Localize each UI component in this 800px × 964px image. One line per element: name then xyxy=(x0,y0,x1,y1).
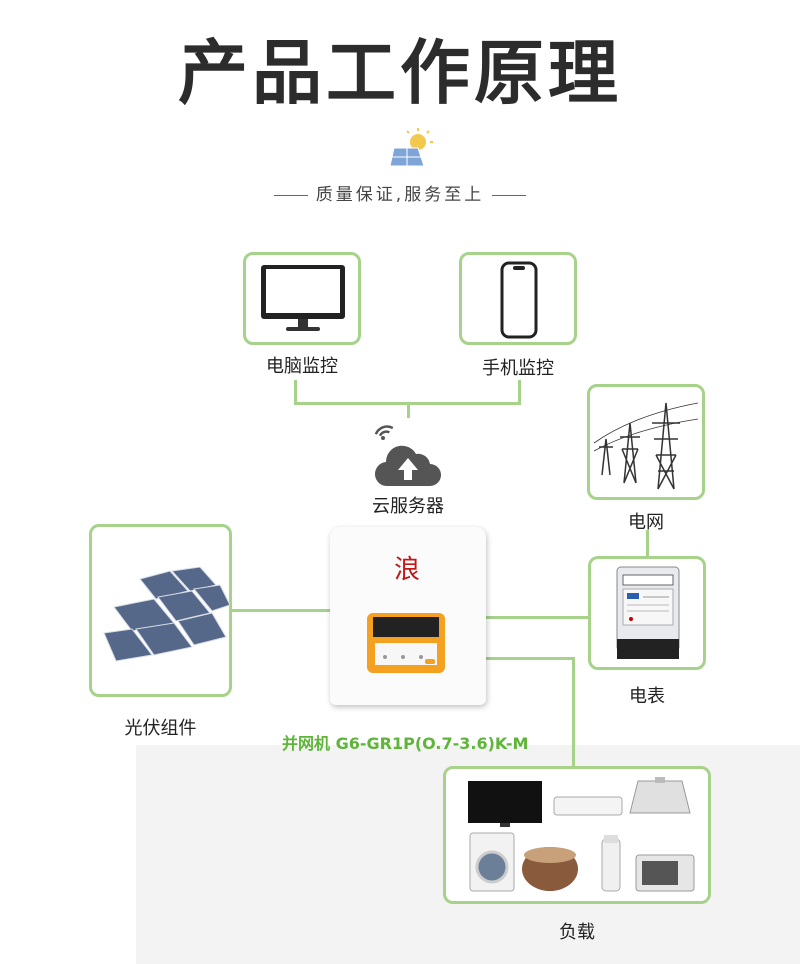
subtitle-left-line xyxy=(273,194,308,196)
phone-box xyxy=(459,252,577,345)
cloud-upload-icon xyxy=(374,445,441,487)
power-tower-icon xyxy=(594,402,699,490)
meter-box xyxy=(588,556,706,670)
wire-pv-inverter xyxy=(232,609,330,612)
inverter-model-label: 并网机 G6-GR1P(O.7-3.6)K-M xyxy=(282,730,528,754)
inverter-control-panel xyxy=(367,613,445,673)
computer-box xyxy=(243,252,361,345)
wire-computer-v xyxy=(294,380,297,404)
appliances-icon xyxy=(468,777,695,892)
model-prefix: 并网机 xyxy=(282,734,331,753)
grid-label: 电网 xyxy=(628,512,664,533)
electric-meter-icon xyxy=(616,566,680,659)
inverter-display xyxy=(373,617,439,637)
cloud-label: 云服务器 xyxy=(372,496,444,517)
smartphone-icon xyxy=(500,261,538,339)
subtitle-text: 质量保证,服务至上 xyxy=(315,185,485,205)
phone-label: 手机监控 xyxy=(482,358,554,379)
solar-sun-icon xyxy=(389,128,433,167)
subtitle: 质量保证,服务至上 xyxy=(0,180,800,205)
wire-inverter-meter xyxy=(486,616,589,619)
wifi-icon xyxy=(374,425,394,440)
solar-panel-icon xyxy=(103,567,230,662)
wire-phone-v xyxy=(518,380,521,404)
brand-logo: 浪 xyxy=(394,555,421,585)
wire-inverter-load-h xyxy=(486,657,575,660)
computer-label: 电脑监控 xyxy=(266,356,338,377)
wire-grid-meter xyxy=(646,530,649,558)
subtitle-right-line xyxy=(492,194,527,196)
meter-label: 电表 xyxy=(629,686,665,707)
page-title: 产品工作原理 xyxy=(178,32,622,114)
wire-cloud-v xyxy=(407,402,410,418)
model-number: G6-GR1P(O.7-3.6)K-M xyxy=(335,734,529,753)
grid-box xyxy=(587,384,705,500)
load-label: 负载 xyxy=(559,922,595,943)
indicator-lights-icon xyxy=(375,643,437,665)
inverter-device: 浪 xyxy=(330,527,486,705)
wire-inverter-load-v xyxy=(572,657,575,768)
monitor-icon xyxy=(261,265,345,331)
pv-label: 光伏组件 xyxy=(124,718,197,739)
pv-box xyxy=(89,524,232,697)
load-box xyxy=(443,766,711,904)
